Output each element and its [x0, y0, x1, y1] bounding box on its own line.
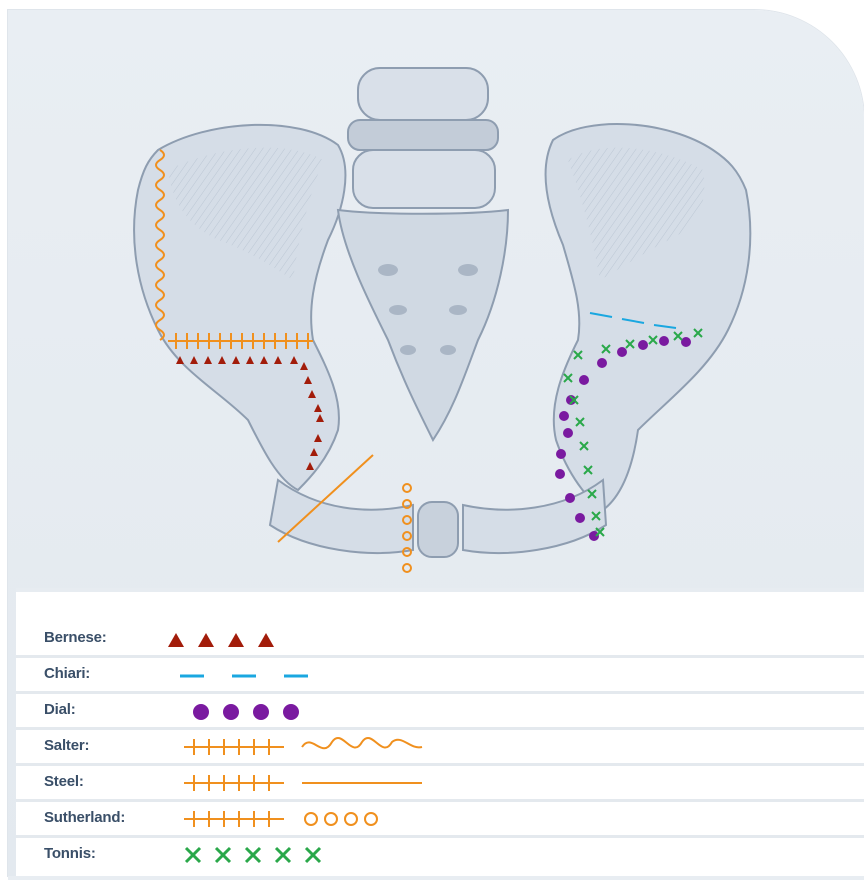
- legend-label-dial: Dial:: [44, 701, 76, 718]
- legend-row-salter: Salter:: [16, 730, 864, 766]
- legend-row-steel: Steel:: [16, 766, 864, 802]
- legend-label-salter: Salter:: [44, 737, 89, 754]
- legend-label-sutherland: Sutherland:: [44, 809, 125, 826]
- legend-symbol-hatched-line: [166, 766, 436, 799]
- legend-row-chiari: Chiari:: [16, 658, 864, 694]
- legend-row-dial: Dial:: [16, 694, 864, 730]
- legend-label-tonnis: Tonnis:: [44, 845, 96, 862]
- legend-label-chiari: Chiari:: [44, 665, 90, 682]
- legend-label-steel: Steel:: [44, 773, 84, 790]
- legend-symbol-dots: [166, 694, 426, 727]
- pubic-bones: [270, 480, 606, 557]
- legend-symbol-dashes: [166, 658, 426, 691]
- legend-symbol-crosses: [166, 838, 436, 871]
- right-ilium: [546, 124, 751, 510]
- legend-row-bernese: Bernese:: [16, 622, 864, 658]
- left-ilium: [134, 125, 345, 490]
- legend-symbol-hatched-wave: [166, 730, 436, 763]
- sacrum: [338, 210, 508, 440]
- legend-label-bernese: Bernese:: [44, 629, 107, 646]
- legend-symbol-hatched-circles: [166, 802, 436, 835]
- pelvis-illustration: [8, 10, 864, 590]
- legend-row-sutherland: Sutherland:: [16, 802, 864, 838]
- lumbar-vertebrae: [348, 68, 498, 208]
- bottom-rule: [8, 876, 864, 880]
- osteotomy-legend: Bernese: Chiari: Dial: Salter:: [16, 588, 864, 877]
- legend-row-tonnis: Tonnis:: [16, 838, 864, 871]
- legend-symbol-triangles: [166, 622, 426, 655]
